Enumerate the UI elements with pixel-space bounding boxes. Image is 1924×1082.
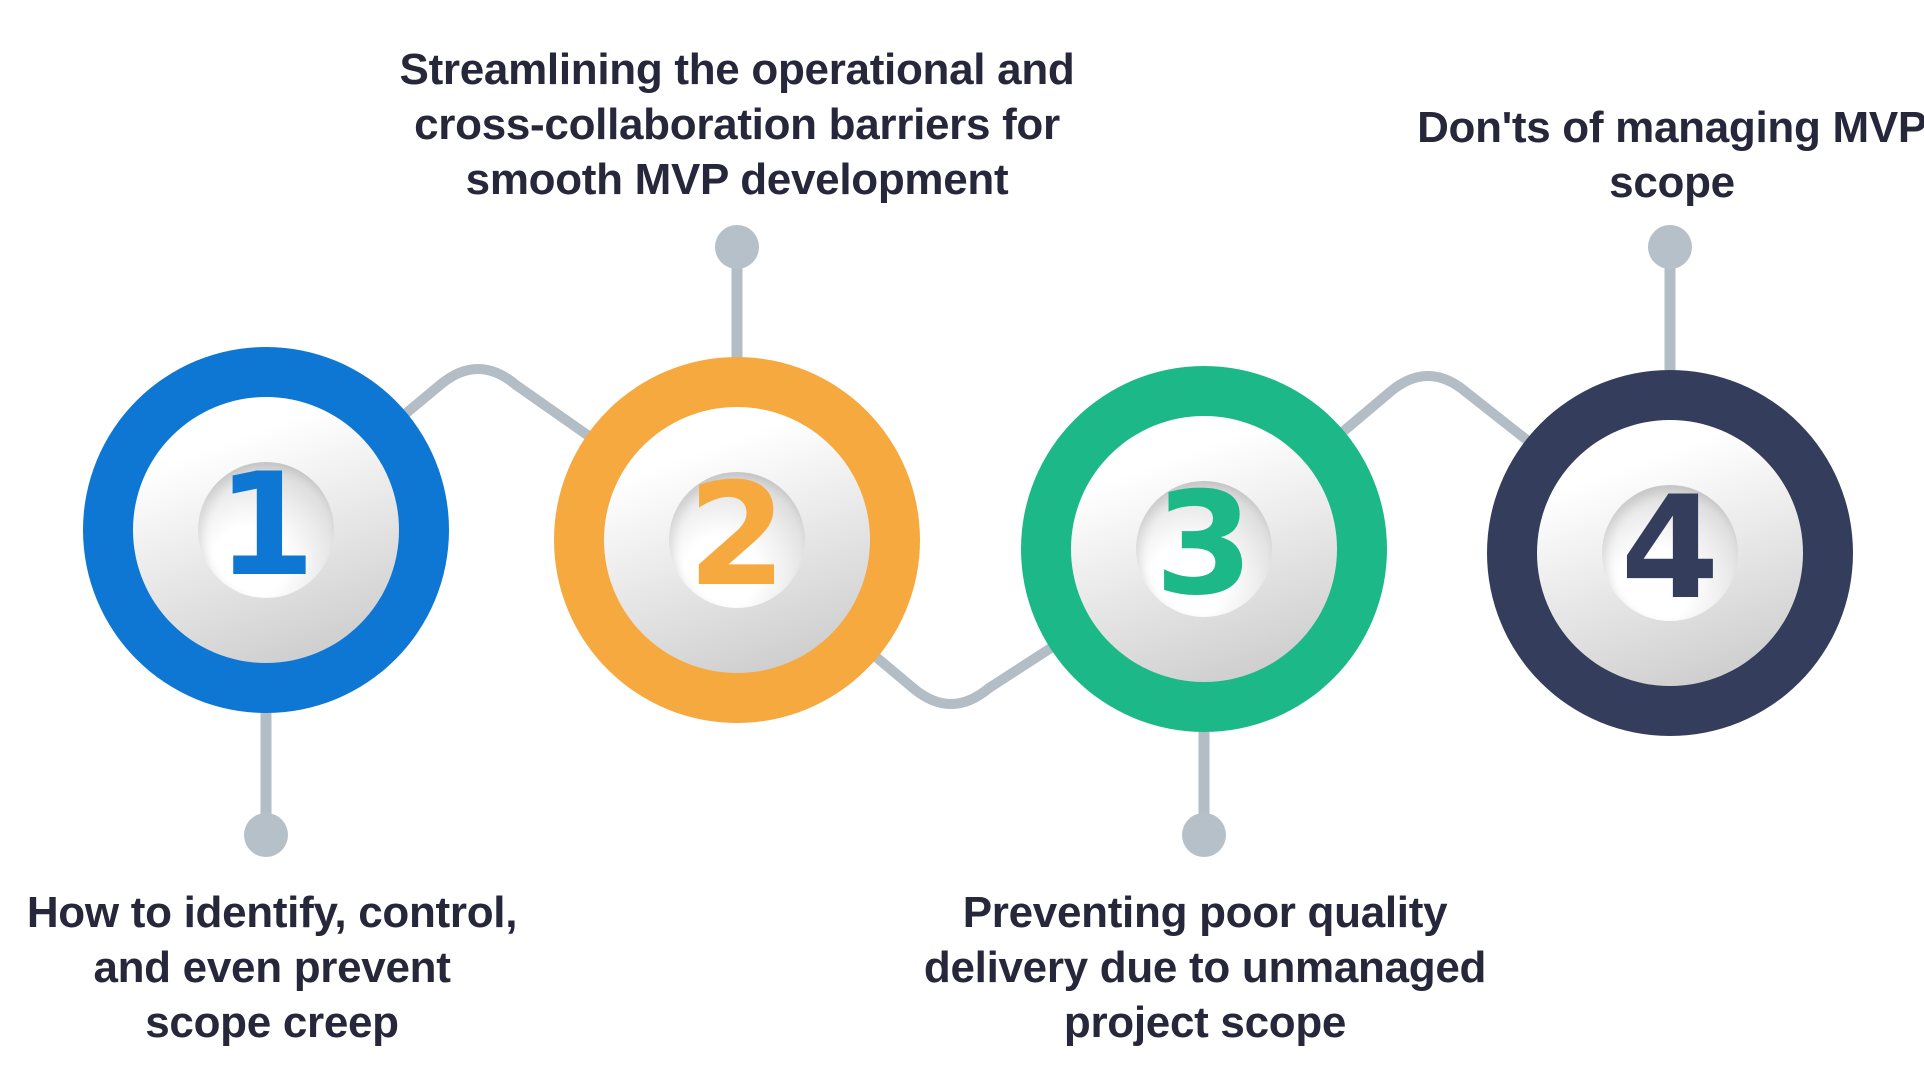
- step-1-badge: 1: [83, 347, 449, 713]
- step-3-ring: 3: [1021, 366, 1387, 732]
- step-4-label: Don'ts of managing MVP scope: [1417, 103, 1924, 207]
- dot-step-3: [1182, 813, 1226, 857]
- dot-step-4: [1648, 225, 1692, 269]
- connector-3-4: [1200, 371, 1674, 557]
- step-2-ring: 2: [554, 357, 920, 723]
- step-2-number: 2: [687, 453, 787, 618]
- step-3-label: Preventing poor quality delivery due to …: [923, 888, 1487, 1047]
- step-4-number: 4: [1620, 466, 1720, 631]
- step-3-number: 3: [1154, 462, 1254, 627]
- step-4-badge: 4: [1487, 370, 1853, 736]
- step-2-disc: 2: [669, 465, 805, 608]
- step-1-bevel: 1: [133, 397, 399, 663]
- step-2-label: Streamlining the operational and cross-c…: [399, 45, 1075, 204]
- step-3-bevel: 3: [1071, 416, 1337, 682]
- step-2-bevel: 2: [604, 407, 870, 673]
- connector-2-3: [733, 536, 1207, 709]
- step-2-badge: 2: [554, 357, 920, 723]
- connector-1-2: [262, 364, 740, 545]
- step-1-disc: 1: [198, 455, 334, 598]
- step-1-label: How to identify, control, and even preve…: [26, 888, 518, 1047]
- step-1-ring: 1: [83, 347, 449, 713]
- dot-step-1: [244, 813, 288, 857]
- dot-step-2: [715, 225, 759, 269]
- step-1-number: 1: [216, 443, 316, 608]
- step-4-disc: 4: [1602, 478, 1738, 621]
- step-3-disc: 3: [1136, 474, 1272, 617]
- step-3-badge: 3: [1021, 366, 1387, 732]
- step-4-bevel: 4: [1537, 420, 1803, 686]
- step-4-ring: 4: [1487, 370, 1853, 736]
